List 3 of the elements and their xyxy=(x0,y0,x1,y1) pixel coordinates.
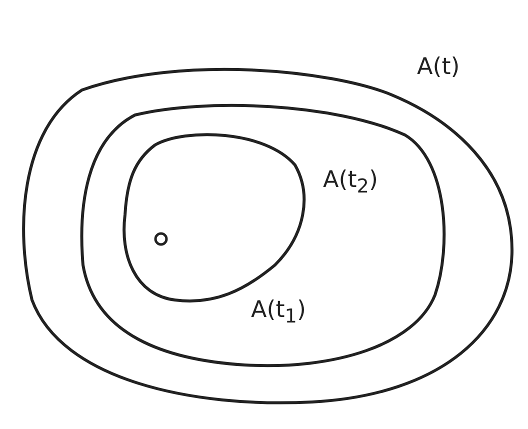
region-label: A(t$_{1}$) xyxy=(251,299,306,326)
region-label: A(t) xyxy=(417,56,460,79)
region-label: A(t$_{2}$) xyxy=(323,169,378,196)
